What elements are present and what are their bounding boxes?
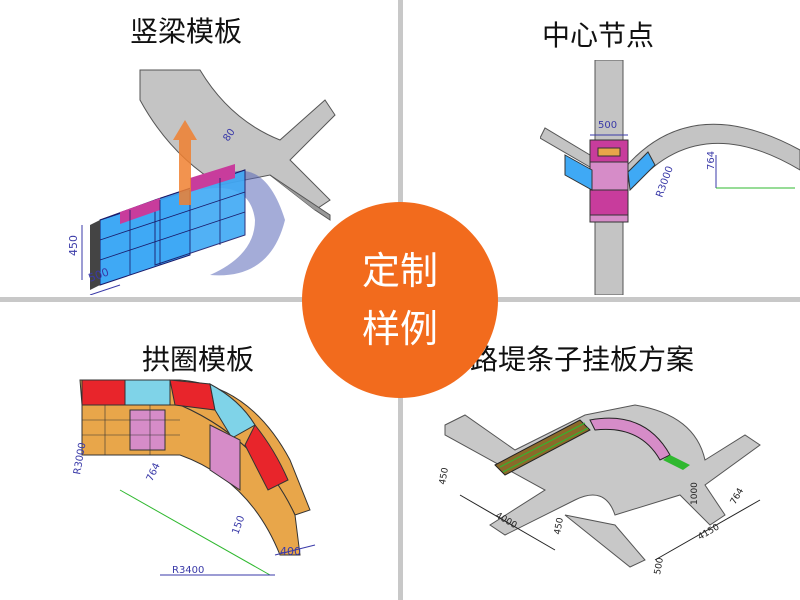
dim-400: 400 bbox=[280, 545, 301, 558]
title-embankment-panel-scheme: 路堤条子挂板方案 bbox=[470, 343, 695, 376]
dim-r3000: R3000 bbox=[654, 165, 675, 199]
center-node-drawing: 500 764 R3000 bbox=[540, 60, 800, 295]
dim-500: 500 bbox=[598, 120, 617, 131]
dim-r3400: R3400 bbox=[172, 565, 204, 576]
dim-1000: 1000 bbox=[690, 482, 700, 505]
title-vertical-beam-formwork: 竖梁模板 bbox=[130, 15, 243, 48]
vertical-beam-drawing: 450 500 80 bbox=[67, 69, 336, 295]
custom-sample-badge: 定制 样例 bbox=[302, 202, 498, 398]
dim-450-a: 450 bbox=[438, 467, 451, 486]
dim-150: 150 bbox=[230, 514, 247, 536]
dim-450: 450 bbox=[67, 235, 80, 256]
badge-line-1: 定制 bbox=[361, 249, 438, 293]
dim-764: 764 bbox=[706, 151, 717, 170]
dim-500: 500 bbox=[653, 557, 666, 576]
dim-764: 764 bbox=[145, 461, 163, 483]
title-arch-formwork: 拱圈模板 bbox=[142, 343, 255, 376]
embankment-scheme-drawing: 450 4000 450 1000 764 4150 500 bbox=[438, 404, 761, 576]
arch-formwork-drawing: R3000 764 150 400 R3400 bbox=[72, 379, 316, 576]
dim-450-b: 450 bbox=[553, 517, 566, 536]
dim-r3000: R3000 bbox=[72, 442, 88, 476]
badge-line-2: 样例 bbox=[361, 307, 438, 351]
dim-764: 764 bbox=[729, 486, 746, 506]
dim-4150: 4150 bbox=[697, 522, 722, 542]
title-center-node: 中心节点 bbox=[542, 19, 655, 52]
